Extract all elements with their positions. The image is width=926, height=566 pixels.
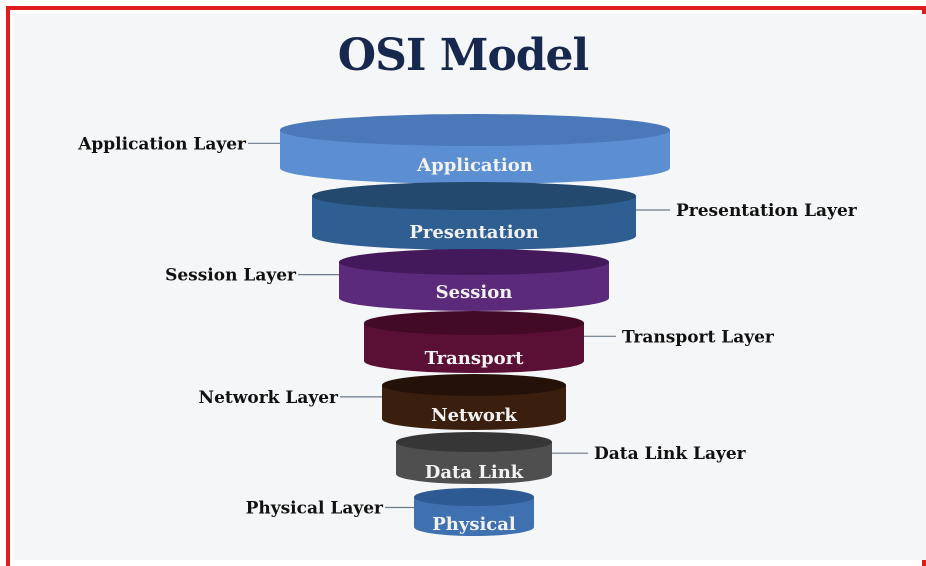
layer-name-session: Session bbox=[436, 282, 513, 303]
layer-name-network: Network bbox=[431, 405, 517, 426]
diagram-title: OSI Model bbox=[337, 30, 590, 81]
layer-top-physical bbox=[414, 488, 534, 506]
layer-top-presentation bbox=[312, 182, 636, 210]
layer-top-transport bbox=[364, 311, 584, 335]
layer-body-transport bbox=[364, 323, 584, 373]
layer-session: Session Session Layer bbox=[165, 249, 609, 311]
layer-physical: Physical Physical Layer bbox=[246, 488, 534, 536]
layer-name-transport: Transport bbox=[425, 348, 525, 369]
layer-name-physical: Physical bbox=[432, 514, 516, 535]
layer-top-network bbox=[382, 374, 566, 396]
layer-top-session bbox=[339, 249, 609, 275]
side-label-data-link: Data Link Layer bbox=[594, 444, 747, 464]
layer-application: Application Application Layer bbox=[77, 114, 670, 184]
side-label-session: Session Layer bbox=[165, 266, 297, 286]
layer-name-application: Application bbox=[416, 155, 533, 176]
layer-body-network bbox=[382, 385, 566, 430]
side-label-application: Application Layer bbox=[77, 134, 247, 154]
layer-body-data-link bbox=[396, 442, 552, 484]
layer-name-presentation: Presentation bbox=[409, 222, 538, 243]
layer-body-physical bbox=[414, 497, 534, 536]
side-label-transport: Transport Layer bbox=[622, 327, 775, 347]
layer-body-session bbox=[339, 262, 609, 311]
layer-body-presentation bbox=[312, 196, 636, 250]
layer-presentation: Presentation Presentation Layer bbox=[312, 182, 858, 250]
layer-network: Network Network Layer bbox=[199, 374, 566, 430]
layer-name-data-link: Data Link bbox=[425, 462, 524, 483]
layer-data-link: Data Link Data Link Layer bbox=[396, 432, 747, 484]
layer-top-application bbox=[280, 114, 670, 146]
side-label-presentation: Presentation Layer bbox=[676, 201, 858, 221]
layer-top-data-link bbox=[396, 432, 552, 452]
layer-transport: Transport Transport Layer bbox=[364, 311, 775, 373]
side-label-physical: Physical Layer bbox=[246, 499, 384, 519]
side-label-network: Network Layer bbox=[199, 388, 339, 408]
